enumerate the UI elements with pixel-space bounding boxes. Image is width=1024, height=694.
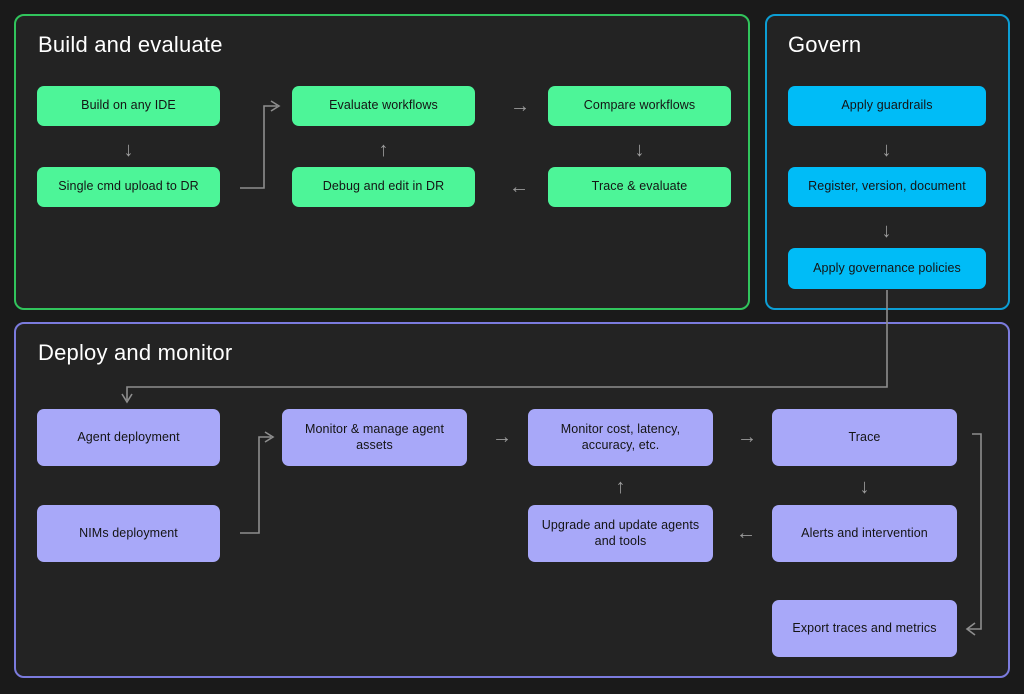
- node-upgrade-and-update-agents-and-tools[interactable]: Upgrade and update agents and tools: [528, 505, 713, 562]
- arrow-down-trace-to-alerts: ↓: [859, 476, 870, 498]
- node-monitor-cost-latency-accuracy[interactable]: Monitor cost, latency, accuracy, etc.: [528, 409, 713, 466]
- arrow-down-build-ide-to-upload: ↓: [123, 139, 134, 161]
- arrow-up-debug-to-evaluate: ↑: [378, 139, 389, 161]
- node-compare-workflows[interactable]: Compare workflows: [548, 86, 731, 126]
- panel-build-and-evaluate: [14, 14, 750, 310]
- node-trace-and-evaluate[interactable]: Trace & evaluate: [548, 167, 731, 207]
- arrow-down-compare-to-trace: ↓: [634, 139, 645, 161]
- arrow-right-monitor-cost-to-trace: →: [737, 426, 757, 448]
- arrow-right-evaluate-to-compare: →: [510, 95, 530, 117]
- node-debug-and-edit-in-dr[interactable]: Debug and edit in DR: [292, 167, 475, 207]
- node-single-cmd-upload-to-dr[interactable]: Single cmd upload to DR: [37, 167, 220, 207]
- arrow-left-trace-to-debug: ←: [509, 176, 529, 198]
- panel-title-govern: Govern: [788, 32, 862, 57]
- panel-title-build-and-evaluate: Build and evaluate: [38, 32, 223, 57]
- node-alerts-and-intervention[interactable]: Alerts and intervention: [772, 505, 957, 562]
- node-apply-governance-policies[interactable]: Apply governance policies: [788, 248, 986, 289]
- arrow-down-register-to-policies: ↓: [881, 220, 892, 242]
- node-register-version-document[interactable]: Register, version, document: [788, 167, 986, 207]
- node-export-traces-and-metrics[interactable]: Export traces and metrics: [772, 600, 957, 657]
- panel-title-deploy-and-monitor: Deploy and monitor: [38, 340, 233, 365]
- node-build-on-any-ide[interactable]: Build on any IDE: [37, 86, 220, 126]
- node-nims-deployment[interactable]: NIMs deployment: [37, 505, 220, 562]
- node-apply-guardrails[interactable]: Apply guardrails: [788, 86, 986, 126]
- node-trace[interactable]: Trace: [772, 409, 957, 466]
- arrow-up-upgrade-to-monitor-cost: ↑: [615, 476, 626, 498]
- arrow-left-alerts-to-upgrade: ←: [736, 522, 756, 544]
- node-agent-deployment[interactable]: Agent deployment: [37, 409, 220, 466]
- arrow-down-guardrails-to-register: ↓: [881, 139, 892, 161]
- node-evaluate-workflows[interactable]: Evaluate workflows: [292, 86, 475, 126]
- node-monitor-manage-agent-assets[interactable]: Monitor & manage agent assets: [282, 409, 467, 466]
- arrow-right-assets-to-monitor-cost: →: [492, 426, 512, 448]
